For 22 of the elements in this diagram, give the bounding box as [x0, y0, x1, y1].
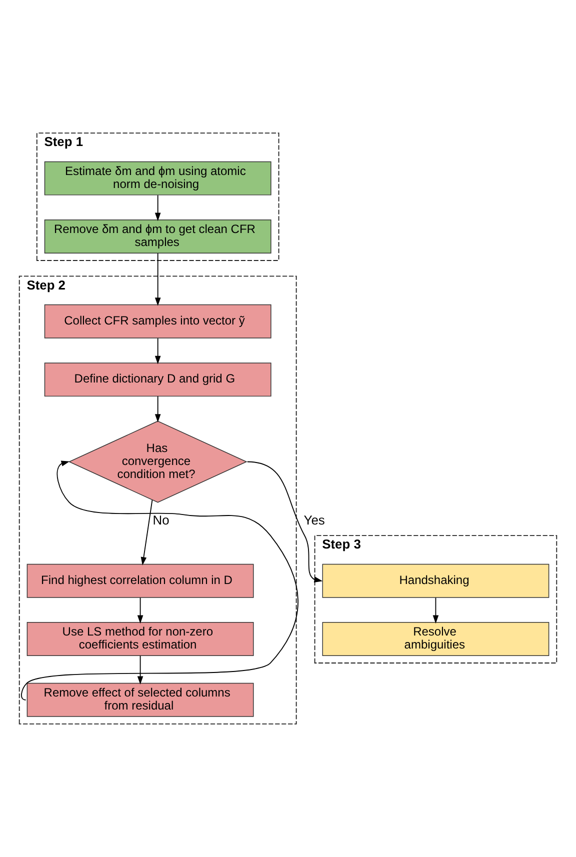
node-diamond: Has convergence condition met?	[68, 420, 248, 503]
arrow	[140, 500, 153, 566]
node-box: Resolve ambiguities	[322, 622, 550, 656]
arrow	[154, 252, 161, 306]
arrow	[246, 461, 323, 582]
node-box: Handshaking	[322, 564, 550, 598]
node-box: Define dictionary D and grid G	[44, 362, 272, 397]
arrow	[137, 655, 144, 685]
arrow	[432, 597, 439, 624]
node-box: Find highest correlation column in D	[26, 564, 254, 598]
node-box: Remove δm and ϕm to get clean CFR samples	[44, 220, 272, 254]
node-box: Use LS method for non-zero coefficients estimation	[26, 622, 254, 656]
arrow	[154, 338, 161, 364]
arrow	[20, 460, 298, 700]
arrow	[154, 194, 161, 222]
node-box: Collect CFR samples into vector ỹ	[44, 304, 272, 338]
arrow	[154, 396, 161, 422]
edge-label: Yes	[304, 512, 325, 528]
arrow	[137, 597, 144, 624]
node-box: Estimate δm and ϕm using atomic norm de-noising	[44, 161, 272, 196]
edge-label: No	[152, 512, 170, 528]
node-box: Remove effect of selected columns from residual	[26, 682, 254, 717]
